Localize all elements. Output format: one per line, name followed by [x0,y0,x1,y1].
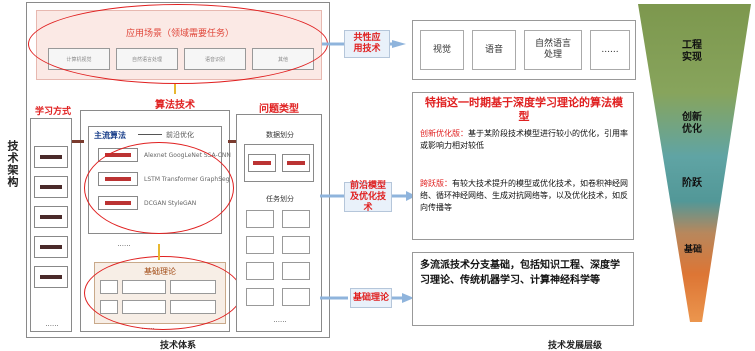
mainstream-label: 主流算法 [94,131,126,140]
data-division-label: 数据划分 [266,131,294,139]
connector-arrows [320,40,416,303]
triangle-label-foundation: 基础 [683,245,702,255]
triangle-label-innovation: 创新优化 [682,112,702,135]
model-thumb [98,148,138,162]
data-item [248,154,276,172]
foundation-item [122,280,166,294]
algorithm-title: 算法技术 [155,100,195,111]
model-thumb [98,172,138,186]
learning-item-label [39,275,63,279]
model-box-paragraph-1: 创新优化版：基于某阶段技术模型进行较小的优化，引用率或影响力相对较低 [420,128,628,152]
data-item-bar [286,161,306,165]
app-item-nlp: 自然语言处理 [524,30,582,70]
model-box-title: 特指这一时期基于深度学习理论的算法模型 [425,96,623,123]
mainstream-label-row: 主流算法 前沿优化 [94,130,218,142]
task-item [246,288,274,306]
foundation-grid [100,280,220,318]
model-box-p1-text: 基于某阶段技术模型进行较小的优化，引用率或影响力相对较低 [420,129,628,150]
model-box-p2-text: 有较大技术提升的模型或优化技术，如卷积神经网络、循环神经网络、生成对抗网络等，以… [420,179,628,212]
foundation-item [100,300,118,314]
task-division-label: 任务划分 [266,195,294,203]
mainstream-panel [88,126,222,234]
foundation-title: 基础理论 [144,267,176,276]
application-panel-title: 应用场景（领域需要任务） [125,29,234,39]
model-thumb-bar [104,177,132,181]
app-item-more: ...... [590,30,630,70]
data-item [282,154,310,172]
tech-architecture-label: 技术架构 [6,140,19,188]
learning-item [34,236,68,258]
development-triangle [638,4,751,322]
models-row2: LSTM Transformer GraphSeg [144,176,230,183]
arrowhead-bottom [402,293,414,303]
models-row3: DCGAN StyleGAN [144,200,197,207]
task-item [282,210,310,228]
foundation-theory-tag: 基础理论 [350,288,392,308]
theory-box [412,252,634,326]
arrow-problem-to-algorithm [228,140,240,143]
application-item: 计算机视觉 [48,48,110,70]
common-application-tag: 共性应用技术 [344,30,390,58]
task-item [282,288,310,306]
mainstream-arrow-icon [138,134,162,135]
model-box-paragraph-2: 跨跃版：有较大技术提升的模型或优化技术，如卷积神经网络、循环神经网络、生成对抗网… [420,178,628,214]
task-item [246,236,274,254]
application-item: 自然语言处理 [116,48,178,70]
arrow-foundation-to-algorithm [158,244,160,260]
arrowhead-top [392,40,406,48]
model-box [412,92,634,240]
learning-item [34,266,68,288]
task-grid [246,210,314,306]
learning-item-label [39,245,63,249]
learning-item [34,176,68,198]
task-item [246,262,274,280]
triangle-label-engineering: 工程实现 [682,40,702,63]
learning-item-label [39,185,63,189]
application-item: 语音识别 [184,48,246,70]
triangle-label-leap: 阶跃 [682,178,702,189]
learning-ellipsis: ...... [45,320,59,328]
model-thumbs [98,148,138,210]
app-item-vision: 视觉 [420,30,464,70]
application-items-row: 计算机视觉 自然语言处理 语音识别 其他 [48,48,314,70]
tech-system-caption: 技术体系 [159,341,196,351]
task-item [282,262,310,280]
development-level-caption: 技术发展层级 [547,341,602,351]
optimization-label: 前沿优化 [166,131,194,139]
learning-method-items [34,146,68,296]
arrow-app-to-algorithm [174,84,176,94]
learning-item [34,206,68,228]
foundation-item [170,300,216,314]
frontier-model-tag: 前沿模型及优化技术 [344,181,392,213]
app-item-speech: 语音 [472,30,516,70]
arrowhead-middle [406,191,416,201]
model-box-p1-label: 创新优化版： [420,129,468,138]
foundation-item [170,280,216,294]
learning-item-label [39,155,63,159]
foundation-item [100,280,118,294]
learning-item [34,146,68,168]
model-thumb [98,196,138,210]
foundation-item [122,300,166,314]
learning-item-label [39,215,63,219]
foundation-ellipsis: ...... [141,323,155,331]
data-item-bar [252,161,272,165]
model-thumb-bar [104,153,132,157]
theory-box-text: 多流派技术分支基础，包括知识工程、深度学习理论、传统机器学习、计算神经科学等 [420,260,620,286]
model-box-p2-label: 跨跃版： [420,179,452,188]
triangle-shape [638,4,751,322]
task-item [282,236,310,254]
task-item [246,210,274,228]
application-item: 其他 [252,48,314,70]
arrow-learning-to-algorithm [72,140,84,143]
learning-method-title: 学习方式 [34,107,71,117]
problem-type-title: 问题类型 [259,104,299,115]
model-thumb-bar [104,201,132,205]
problem-ellipsis: ...... [273,316,287,324]
models-row1: Alexnet GoogLeNet SSA-CNN [144,152,231,159]
algorithm-ellipsis: ...... [117,240,131,248]
